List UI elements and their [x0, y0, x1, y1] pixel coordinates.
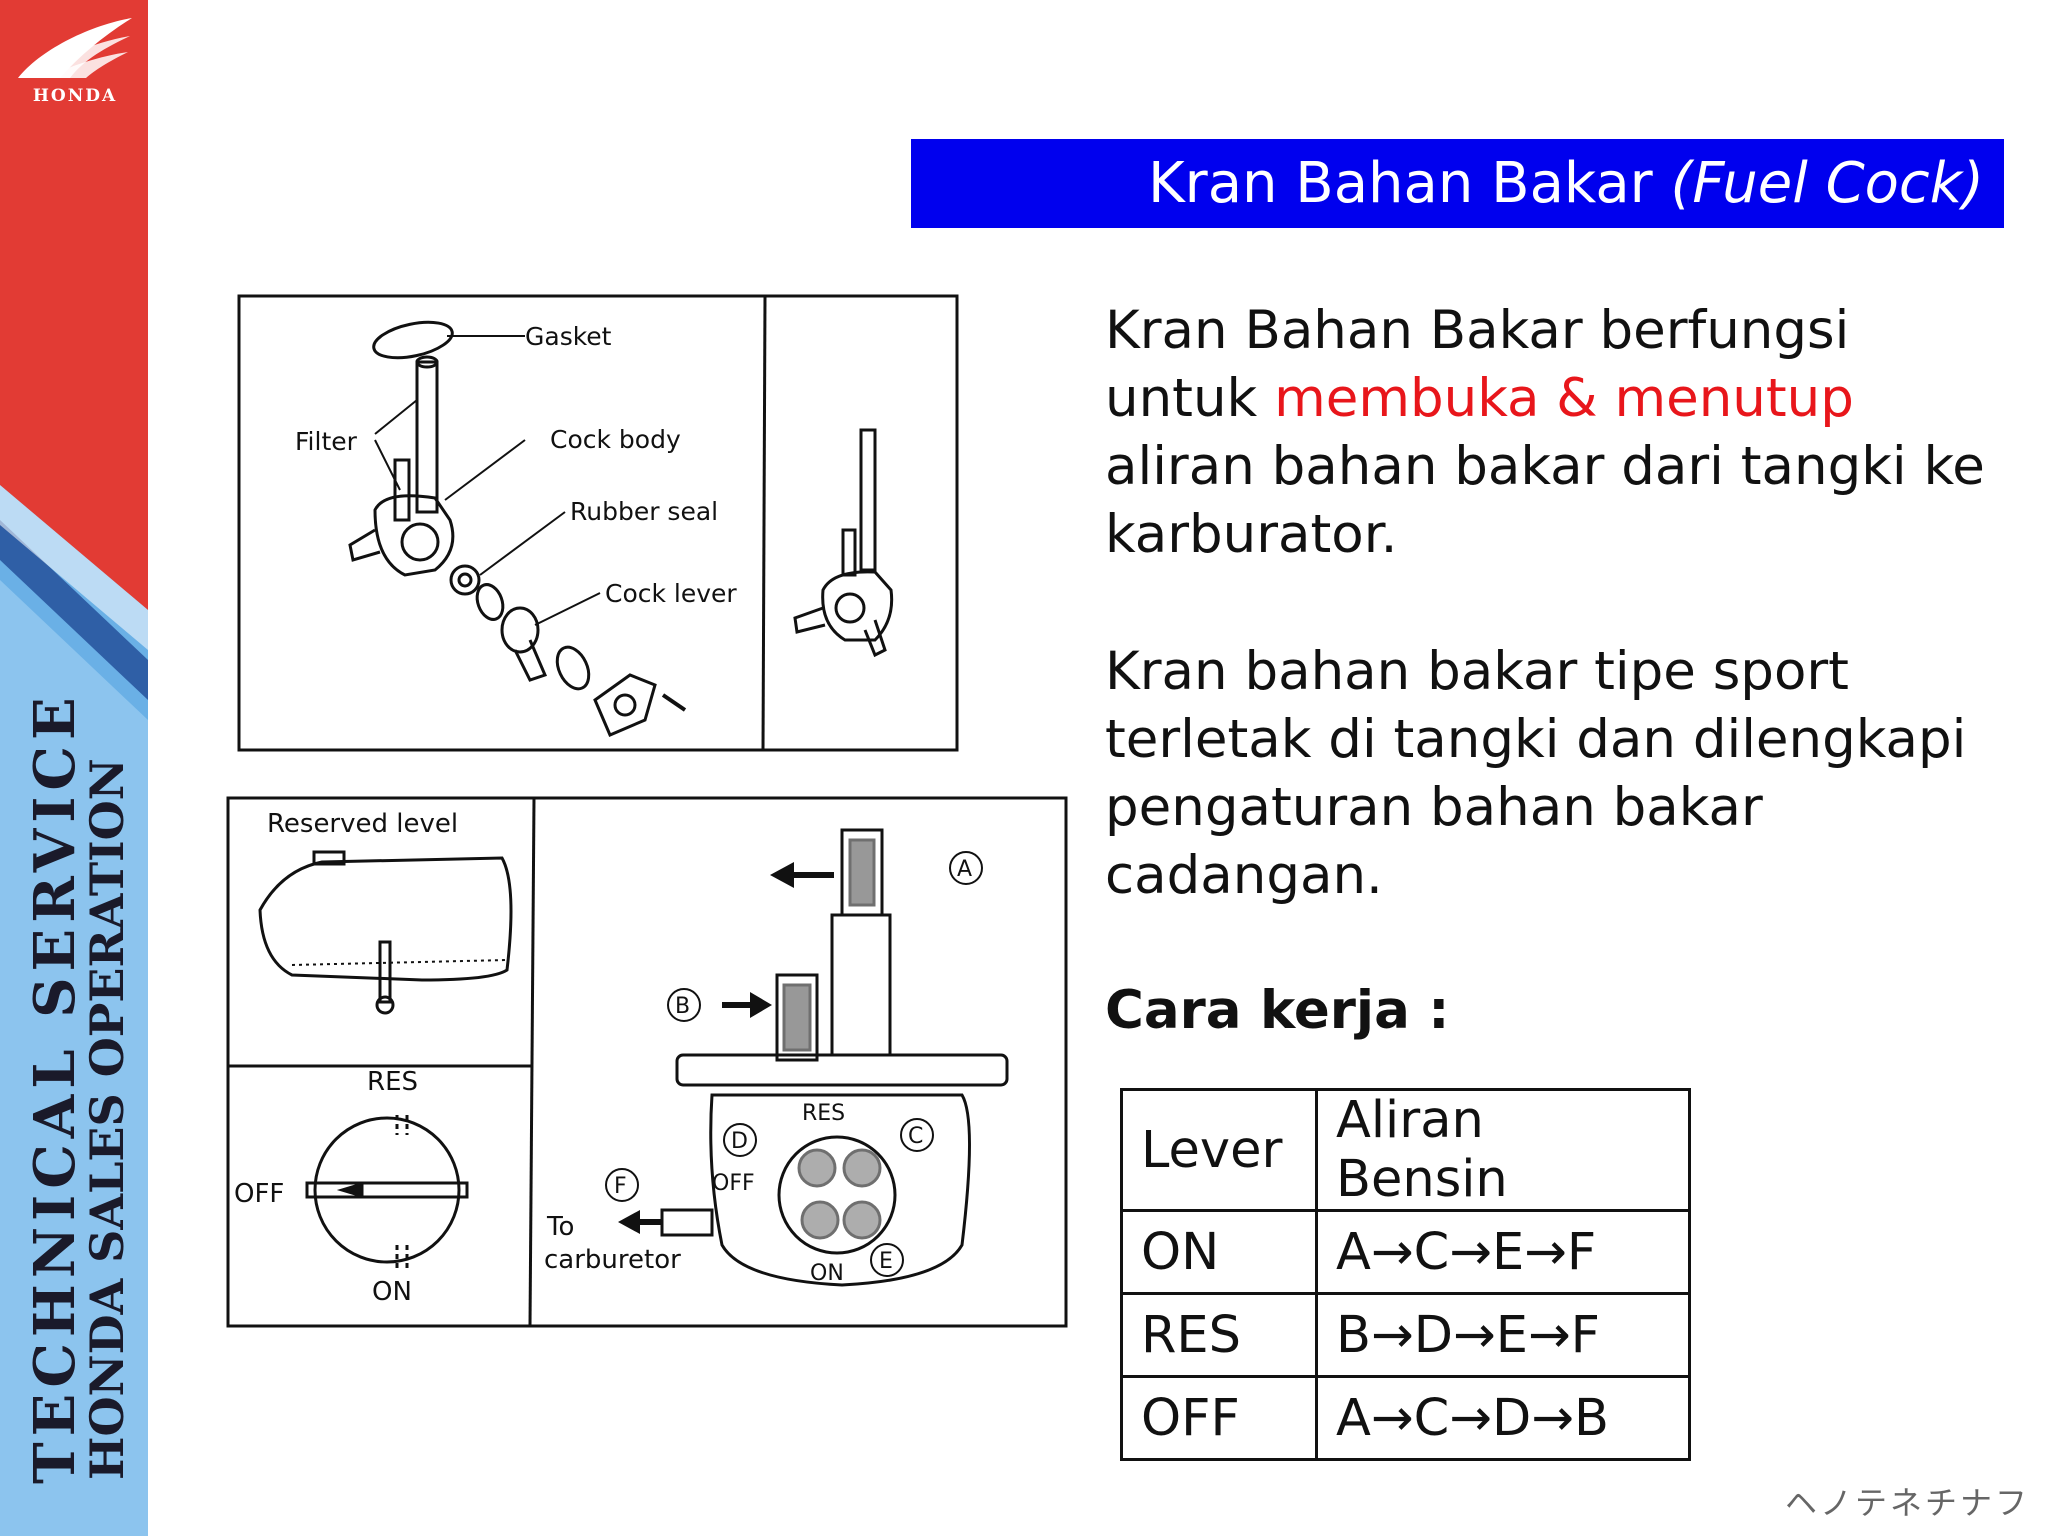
sidebar-stripe-light — [0, 485, 148, 650]
title-main: Kran Bahan Bakar — [1147, 151, 1671, 216]
gasket-part — [372, 320, 454, 360]
label-on-section: ON — [810, 1261, 844, 1286]
label-rubber-seal: Rubber seal — [570, 497, 718, 526]
diagram1-frame — [237, 294, 959, 752]
label-cock-body: Cock body — [550, 425, 681, 454]
sidebar-banner: HONDA TECHNICAL SERVICE HONDA SALES OPER… — [0, 0, 148, 1536]
table-cell: A→C→D→B — [1315, 1375, 1691, 1461]
slide-title: Kran Bahan Bakar (Fuel Cock) — [911, 139, 2004, 228]
sidebar-graphics — [0, 18, 148, 1536]
assembled-tube-part — [859, 428, 877, 572]
table-header-row: Lever Aliran Bensin — [1120, 1088, 1691, 1212]
paragraph1-part1: Kran Bahan Bakar berfungsi untuk — [1105, 300, 1850, 429]
diagram2-frame — [226, 796, 1068, 1328]
table-row: ON A→C→E→F — [1120, 1209, 1691, 1295]
label-c: C — [908, 1124, 923, 1149]
label-b: B — [675, 994, 690, 1019]
plate-part — [593, 673, 657, 737]
diagram1-divider — [761, 295, 767, 751]
rubber-seal-part — [449, 564, 481, 596]
label-res-section: RES — [802, 1101, 845, 1126]
table-cell: RES — [1120, 1292, 1318, 1378]
fuel-cock-operation-diagram: Reserved level RES OFF ON RES OFF ON To … — [226, 796, 1068, 1328]
assembled-body-part — [821, 570, 894, 642]
table-cell: A→C→E→F — [1315, 1209, 1691, 1295]
sidebar-stripe-dark — [0, 520, 148, 700]
label-d: D — [731, 1129, 748, 1154]
label-cock-lever: Cock lever — [605, 579, 737, 608]
table-cell: ON — [1120, 1209, 1318, 1295]
main-tube-part — [415, 360, 439, 514]
table-header-cell: Lever — [1120, 1088, 1318, 1212]
fuel-tank-icon — [258, 856, 513, 982]
reserve-tube-part — [393, 458, 411, 522]
vertical-text-sales-operation: HONDA SALES OPERATION — [80, 758, 134, 1480]
label-res-dial: RES — [367, 1067, 418, 1097]
cock-lever-part — [500, 606, 540, 654]
cock-cross-section — [709, 1093, 971, 1287]
label-f: F — [614, 1174, 627, 1199]
sidebar-light-panel — [0, 580, 148, 1536]
vertical-text-technical-service: TECHNICAL SERVICE — [22, 691, 88, 1484]
label-a: A — [957, 857, 972, 882]
label-filter: Filter — [295, 427, 358, 456]
paragraph1-highlight: membuka & menutup — [1274, 368, 1854, 429]
honda-wing-icon — [18, 18, 132, 78]
label-carburetor: carburetor — [544, 1245, 681, 1275]
label-off-dial: OFF — [234, 1179, 284, 1209]
table-cell: B→D→E→F — [1315, 1292, 1691, 1378]
cock-body-part — [373, 494, 455, 577]
fuel-cock-exploded-diagram: Gasket Filter Cock body Rubber seal Cock… — [237, 294, 959, 752]
table-row: RES B→D→E→F — [1120, 1292, 1691, 1378]
footer-note: ヘノテネチナフ — [1785, 1484, 2031, 1522]
paragraph1-part2: aliran bahan bakar dari tangki ke karbur… — [1105, 436, 1985, 565]
lever-dial-icon — [313, 1116, 461, 1264]
label-on-dial: ON — [372, 1277, 412, 1307]
table-row: OFF A→C→D→B — [1120, 1375, 1691, 1461]
filter-b-part — [775, 973, 819, 1062]
lever-flow-table: Lever Aliran Bensin ON A→C→E→F RES B→D→E… — [1120, 1088, 1691, 1461]
label-gasket: Gasket — [525, 322, 612, 351]
label-reserved-level: Reserved level — [267, 809, 458, 839]
label-to: To — [546, 1212, 574, 1242]
title-italic: (Fuel Cock) — [1670, 151, 1984, 216]
paragraph-sport-type: Kran bahan bakar tipe sport terletak di … — [1105, 641, 1967, 906]
table-header-cell: Aliran Bensin — [1315, 1088, 1691, 1212]
table-cell: OFF — [1120, 1375, 1318, 1461]
label-off-section: OFF — [712, 1171, 755, 1196]
label-e: E — [879, 1249, 893, 1274]
paragraph-function: Kran Bahan Bakar berfungsi untuk membuka… — [1105, 297, 2005, 569]
honda-brand-text: HONDA — [32, 86, 118, 106]
subheading-cara-kerja: Cara kerja : — [1105, 980, 1450, 1041]
